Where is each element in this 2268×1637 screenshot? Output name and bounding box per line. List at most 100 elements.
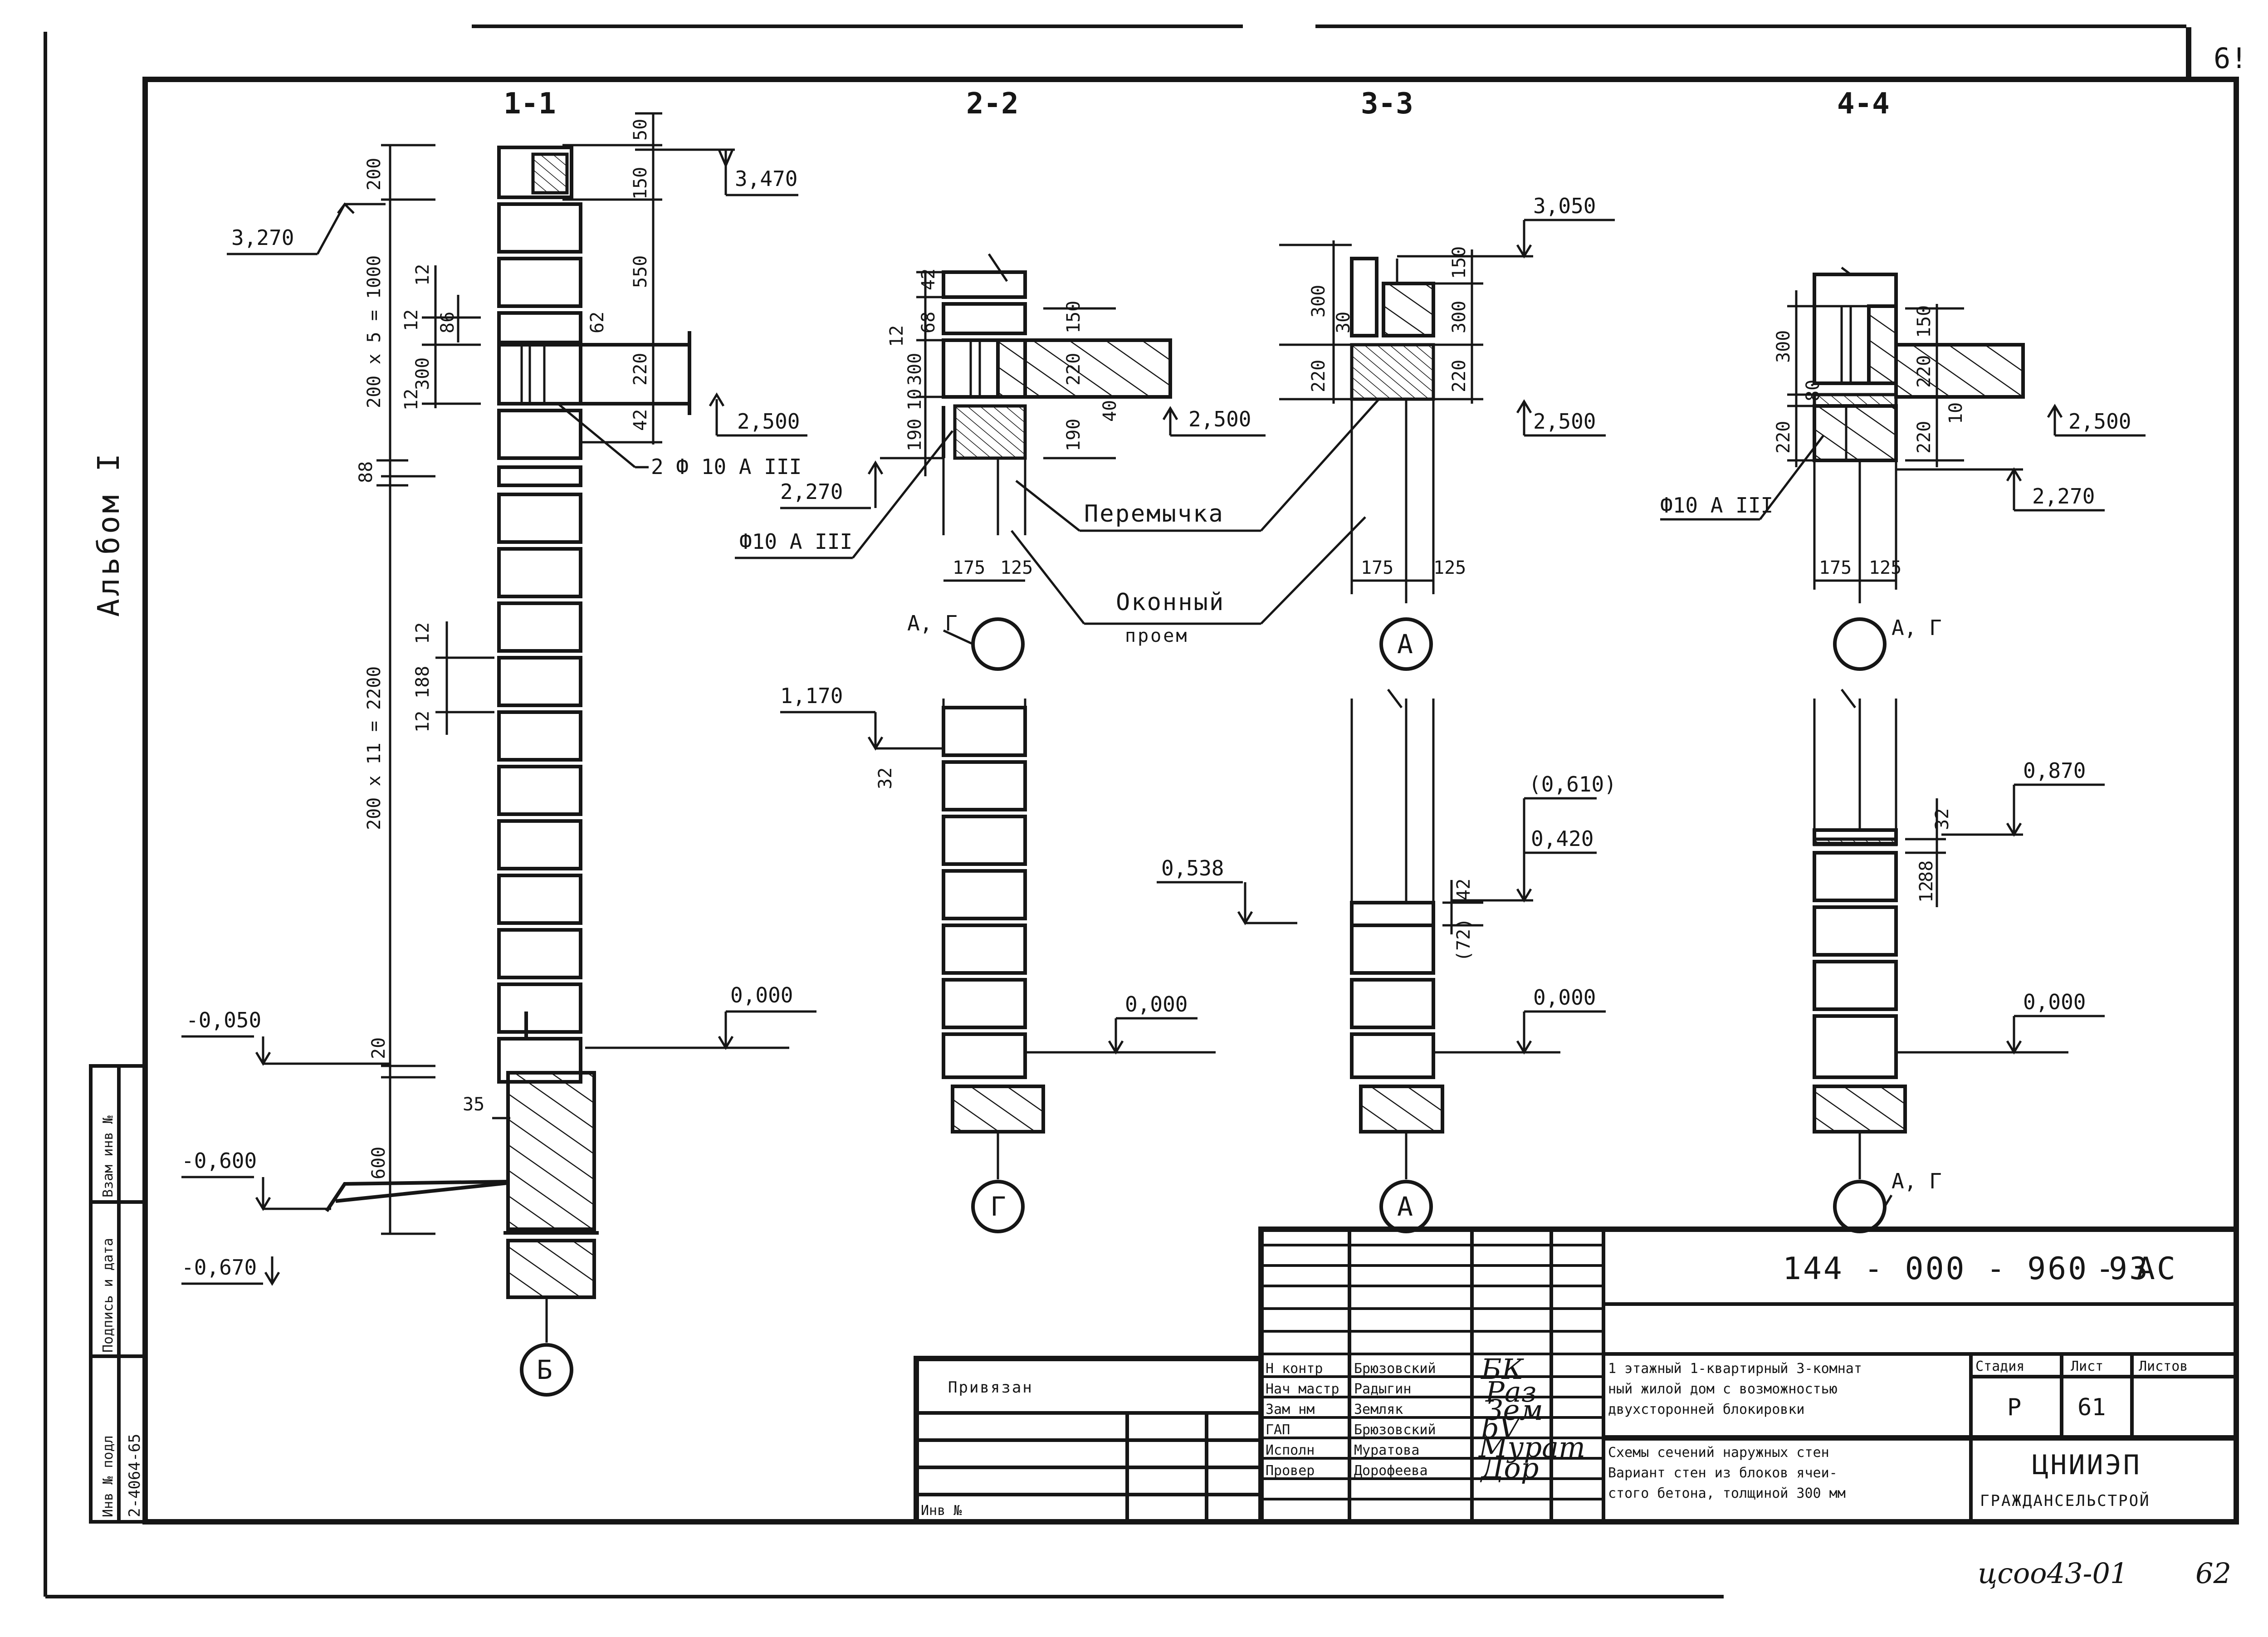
rebar-4: Ф10 А III bbox=[1660, 493, 1773, 518]
tb-sheet-title-3: стого бетона, толщиной 300 мм bbox=[1608, 1486, 1846, 1501]
dim-1-12e: 12 bbox=[412, 711, 433, 733]
level-3-0610: (0,610) bbox=[1529, 772, 1617, 797]
dim-1-12b: 12 bbox=[401, 309, 422, 331]
strip-inv: Инв № подл bbox=[100, 1435, 116, 1517]
axis-3-top: А bbox=[1397, 629, 1413, 660]
tb-org-2: ГРАЖДАНСЕЛЬСТРОЙ bbox=[1980, 1491, 2151, 1510]
tb-name-6: Дорофеева bbox=[1354, 1463, 1428, 1479]
dim-1-50: 50 bbox=[630, 119, 651, 141]
axis-2-bottom: Г bbox=[990, 1191, 1006, 1222]
level-3-0000: 0,000 bbox=[1533, 985, 1596, 1010]
tb-role-4: ГАП bbox=[1266, 1422, 1290, 1438]
dim-2-32: 32 bbox=[875, 767, 896, 789]
dim-1-86: 86 bbox=[437, 312, 458, 333]
dim-4-10: 10 bbox=[1945, 402, 1966, 424]
tb-sig-2: Раз bbox=[1485, 1375, 1537, 1408]
dim-3-220a: 220 bbox=[1308, 360, 1329, 392]
section-title-4-4: 4-4 bbox=[1837, 87, 1890, 121]
tb-role-3: Зам нм bbox=[1266, 1402, 1315, 1417]
tb-org-1: ЦНИИЭП bbox=[2032, 1449, 2141, 1481]
dim-2-125: 125 bbox=[1000, 557, 1033, 578]
tb-sig-6: Дор bbox=[1480, 1451, 1539, 1485]
section-3-3: 3-3 А А 300 30 bbox=[1011, 87, 1617, 1233]
tb-privyazan: Привязан bbox=[948, 1378, 1033, 1397]
dim-2-150: 150 bbox=[1063, 301, 1084, 333]
wall-blocks-2-2 bbox=[942, 706, 1027, 1079]
section-title-3-3: 3-3 bbox=[1361, 87, 1413, 121]
level-2-1170: 1,170 bbox=[780, 684, 843, 708]
tb-sheet-title-2: Вариант стен из блоков ячеи- bbox=[1608, 1465, 1838, 1481]
level-4-0000: 0,000 bbox=[2023, 990, 2086, 1014]
dim-4-300: 300 bbox=[1773, 330, 1794, 363]
level-4-2270: 2,270 bbox=[2032, 484, 2095, 508]
dim-4-80: 80 bbox=[1803, 380, 1823, 401]
label-window-2: проем bbox=[1125, 625, 1188, 646]
wall-blocks-4-4 bbox=[1813, 851, 1898, 1079]
tb-project-3: двухсторонней блокировки bbox=[1608, 1402, 1804, 1417]
tb-role-1: Н контр bbox=[1266, 1361, 1323, 1377]
sheet-number-top: 6! bbox=[2214, 42, 2248, 75]
strip-sign: Подпись и дата bbox=[100, 1238, 116, 1353]
dim-1-42: 42 bbox=[630, 409, 651, 431]
tb-role-6: Провер bbox=[1266, 1463, 1315, 1479]
label-window-1: Оконный bbox=[1116, 589, 1225, 616]
rebar-2: Ф10 А III bbox=[739, 529, 852, 554]
axis-4-top: А, Г bbox=[1892, 616, 1942, 640]
tb-code-suffix: - АС bbox=[2096, 1251, 2177, 1287]
tb-project-2: ный жилой дом с возможностью bbox=[1608, 1381, 1838, 1397]
tb-sheet-title-1: Схемы сечений наружных стен bbox=[1608, 1445, 1829, 1461]
level-4-2500: 2,500 bbox=[2068, 409, 2131, 434]
axis-3-bottom: А bbox=[1397, 1191, 1413, 1222]
level-3-2500: 2,500 bbox=[1533, 409, 1596, 434]
dim-1-1000: 200 x 5 = 1000 bbox=[364, 255, 385, 408]
strip-number: 2-4064-65 bbox=[126, 1434, 144, 1517]
tb-sig-5: Мурат bbox=[1478, 1431, 1585, 1464]
dim-4-220b: 220 bbox=[1914, 355, 1935, 388]
label-lintel: Перемычка bbox=[1084, 500, 1224, 528]
dim-4-88: 88 bbox=[1916, 860, 1937, 882]
level-1-0000: 0,000 bbox=[730, 983, 793, 1007]
level-4-0870: 0,870 bbox=[2023, 758, 2086, 783]
dim-2-68: 68 bbox=[918, 312, 939, 333]
dim-4-220c: 220 bbox=[1914, 421, 1935, 454]
tb-code: 144 - 000 - 960 93 bbox=[1783, 1251, 2150, 1287]
dim-2-190b: 190 bbox=[1063, 419, 1084, 451]
tb-sig-4: bV bbox=[1481, 1412, 1522, 1445]
dim-2-40: 40 bbox=[1100, 400, 1120, 422]
dim-1-35: 35 bbox=[463, 1094, 484, 1115]
tb-inv: Инв № bbox=[921, 1503, 962, 1519]
tb-name-5: Муратова bbox=[1354, 1442, 1420, 1458]
dim-3-220b: 220 bbox=[1449, 360, 1470, 392]
dim-4-220a: 220 bbox=[1773, 421, 1794, 454]
dim-2-175: 175 bbox=[953, 557, 985, 578]
dim-1-62: 62 bbox=[587, 312, 608, 333]
archive-strip: Инв № подл Подпись и дата Взам инв № 2-4… bbox=[89, 1064, 147, 1524]
dim-1-300: 300 bbox=[412, 357, 433, 390]
dim-2-12: 12 bbox=[886, 325, 907, 347]
dim-1-220: 220 bbox=[630, 353, 651, 386]
level-1-3470: 3,470 bbox=[735, 166, 797, 191]
level-1-minus0050: -0,050 bbox=[186, 1008, 261, 1032]
dim-1-2200: 200 x 11 = 2200 bbox=[364, 666, 385, 830]
title-block: Привязан Инв № 144 - 000 - 960 93 - АС Н… bbox=[914, 1227, 2239, 1525]
wall-blocks-1-1 bbox=[497, 493, 582, 1084]
level-1-minus0600: -0,600 bbox=[181, 1148, 257, 1173]
dim-4-12: 12 bbox=[1916, 881, 1937, 903]
section-title-2-2: 2-2 bbox=[966, 87, 1019, 121]
dim-4-125: 125 bbox=[1869, 557, 1901, 578]
tb-sig-3: Зем bbox=[1486, 1393, 1543, 1427]
level-1-3270: 3,270 bbox=[231, 225, 294, 250]
dim-1-12c: 12 bbox=[401, 389, 422, 410]
tb-sheet-header: Лист bbox=[2071, 1358, 2103, 1374]
tb-name-1: Брюзовский bbox=[1354, 1361, 1436, 1377]
tb-stage-header: Стадия bbox=[1975, 1358, 2024, 1374]
tb-sig-1: БК bbox=[1481, 1353, 1525, 1386]
dim-3-300b: 300 bbox=[1449, 301, 1470, 333]
dim-1-12a: 12 bbox=[412, 264, 433, 286]
level-2-2270: 2,270 bbox=[780, 479, 843, 504]
dim-2-42: 42 bbox=[918, 269, 939, 290]
dim-2-220: 220 bbox=[1063, 353, 1084, 386]
section-4-4: 4-4 А, Г А, Г bbox=[1660, 87, 2146, 1233]
